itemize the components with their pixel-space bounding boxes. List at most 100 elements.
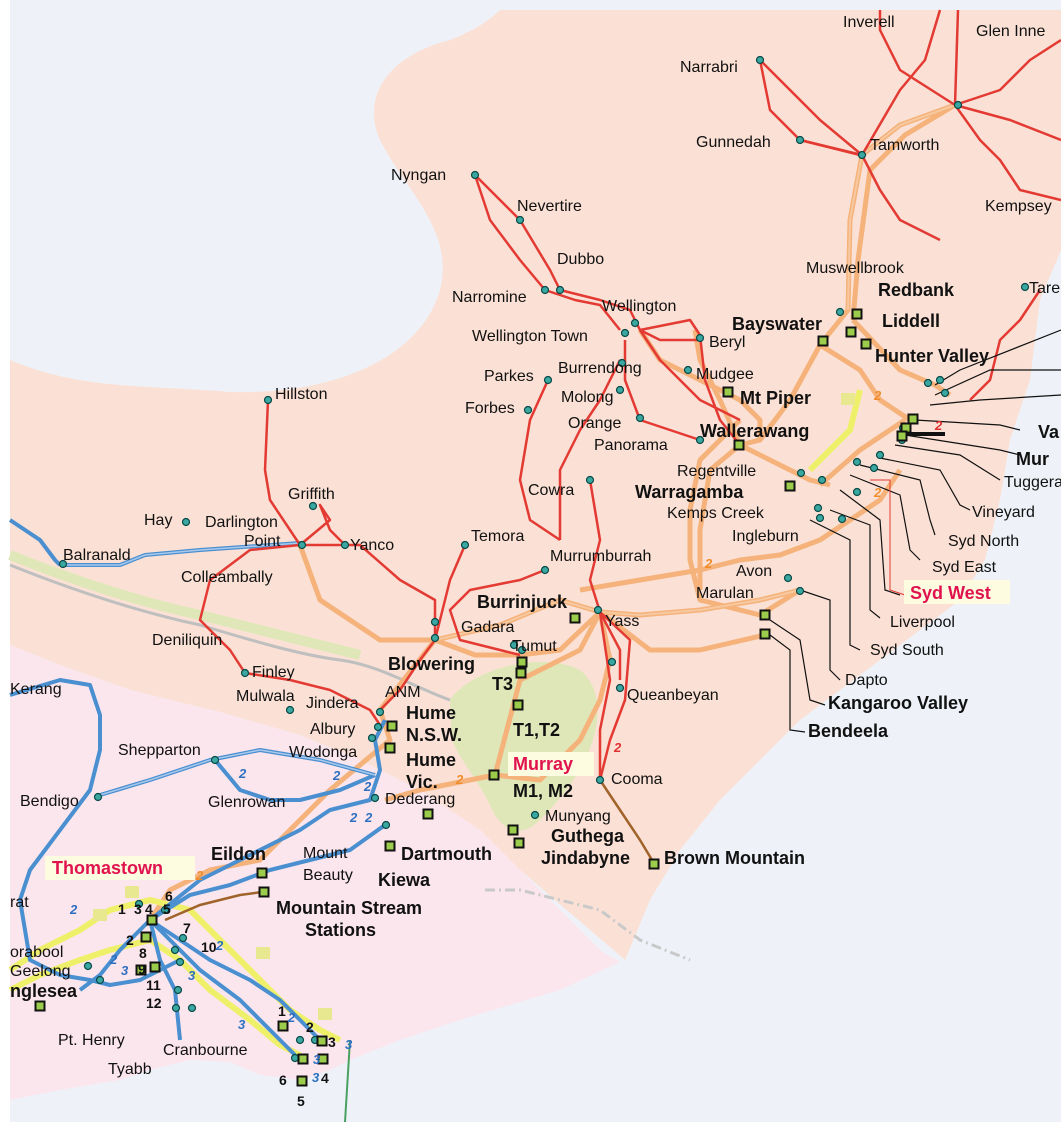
substation-node-47 [285,705,295,715]
westernport-station-numbers: 1 2 3 4 5 6 [278,1003,336,1109]
station-square-28 [140,931,152,943]
town-darlington: Darlington [205,514,278,531]
station-vales-point: Va [1038,422,1060,442]
count-red-2: 2 [934,418,943,433]
station-hunter-valley: Hunter Valley [875,346,989,366]
town-mudgee: Mudgee [696,366,754,383]
substation-node-18 [635,413,645,423]
count-blue-1: 2 [238,766,247,781]
station-square-10 [784,480,796,492]
station-bayswater: Bayswater [732,314,822,334]
town-syd-south: Syd South [870,642,944,659]
substation-node-65 [171,1003,181,1013]
station-guthega: Guthega [551,826,625,846]
station-square-19 [513,837,525,849]
town-cowra: Cowra [528,482,574,499]
substation-node-11 [630,318,640,328]
substation-node-67 [295,1035,305,1045]
substation-node-10 [540,285,550,295]
station-square-17 [488,769,500,781]
mel-num-5: 5 [163,901,171,917]
station-square-29 [149,961,161,973]
town-wellington-town: Wellington Town [472,328,588,345]
wp-num-3: 3 [328,1034,336,1050]
count-blue-10: 2 [287,1010,296,1025]
lines-hvdc-brown [164,779,657,922]
town-regentville: Regentville [677,463,756,480]
circuit-count-labels: 2 2 2 2 2 2 2 2 2 2 2 2 2 3 3 2 3 3 2 3 … [69,388,943,1085]
station-t3: T3 [492,674,513,694]
station-square-36 [296,1075,308,1087]
substation-node-4 [795,135,805,145]
town-murrumburrah: Murrumburrah [550,548,651,565]
victoria-region [10,645,620,1100]
substation-node-14 [683,365,693,375]
highlighted-labels: Syd West Murray Thomastown [45,580,1010,880]
substation-node-44 [607,657,617,667]
station-jindabyne: Jindabyne [541,848,630,868]
substation-node-63 [175,957,185,967]
substation-node-41 [593,605,603,615]
town-molong: Molong [561,389,613,406]
town-mulwala: Mulwala [236,688,295,705]
count-orange-2: 2 [873,485,882,500]
town-beauty: Beauty [303,867,353,884]
town-finley: Finley [252,664,295,681]
town-temora: Temora [471,528,524,545]
station-square-3 [817,335,829,347]
town-kerang: Kerang [10,681,62,698]
station-square-1 [851,308,863,320]
town-narrabri: Narrabri [680,59,738,76]
station-anglesea: nglesea [10,981,78,1001]
town-dubbo: Dubbo [557,251,604,268]
station-burrinjuck: Burrinjuck [477,592,568,612]
melbourne-station-numbers: 1 3 4 5 6 7 2 8 9 10 11 12 [118,888,217,1011]
station-blowering: Blowering [388,654,475,674]
station-square-14 [512,699,524,711]
substation-node-56 [530,810,540,820]
station-square-24 [258,886,270,898]
substation-node-25 [869,463,879,473]
substation-node-6 [1020,282,1030,292]
substation-node-33 [460,540,470,550]
substation-node-5 [835,307,845,317]
substation-node-69 [935,375,945,385]
station-wallerawang: Wallerawang [700,421,809,441]
sydney-black-bar [905,432,945,436]
station-kangaroo-valley: Kangaroo Valley [828,693,968,713]
station-square-4 [860,338,872,350]
substation-node-22 [796,468,806,478]
station-square-35 [317,1053,329,1065]
substation-node-66 [187,1003,197,1013]
label-syd-west: Syd West [910,583,991,603]
lines-vic-blue-inner [60,542,376,796]
substation-node-53 [93,792,103,802]
town-hay: Hay [144,512,172,529]
station-square-33 [316,1035,328,1047]
substation-node-31 [297,540,307,550]
town-balranald: Balranald [63,547,131,564]
count-blue-4: 2 [349,810,358,825]
town-queanbeyan: Queanbeyan [627,687,719,704]
mel-num-7: 7 [183,920,191,936]
state-border [9,563,451,702]
substation-node-49 [373,722,383,732]
state-border-east [485,888,691,962]
substation-node-2 [857,150,867,160]
station-dartmouth: Dartmouth [401,844,492,864]
count-blue-15: 3 [188,968,196,983]
station-square-2 [845,326,857,338]
count-blue-5: 2 [364,810,373,825]
town-panorama: Panorama [594,437,668,454]
label-murray: Murray [513,754,573,774]
count-orange-4: 2 [455,772,464,787]
mel-num-3: 3 [134,901,142,917]
mel-num-6: 6 [165,888,173,904]
substation-node-3 [755,55,765,65]
substation-node-28 [837,514,847,524]
town-geelong: Geelong [10,963,71,980]
town-glenrowan: Glenrowan [208,794,285,811]
station-square-30 [135,964,147,976]
station-munmorah: Mur [1016,449,1049,469]
